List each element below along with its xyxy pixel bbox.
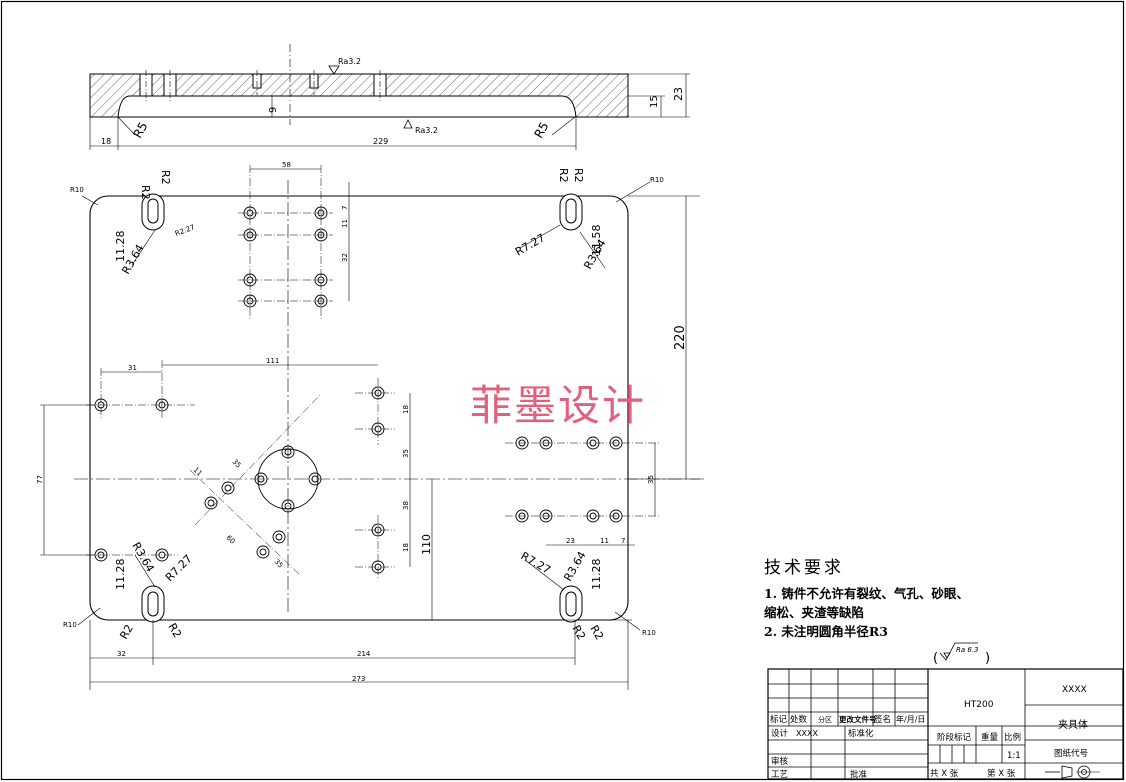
- dim-total-width: 273: [352, 675, 365, 683]
- dim-v6: 38: [402, 501, 410, 510]
- dim-lower-height: 110: [420, 534, 433, 555]
- dim-v4: 18: [402, 405, 410, 414]
- roughness-top-label: Ra3.2: [338, 57, 361, 66]
- dim-height: 220: [673, 325, 688, 350]
- tb-material: HT200: [964, 700, 994, 710]
- dim-br-r3: R2: [569, 623, 588, 642]
- dim-tl-r2: R2: [159, 170, 172, 185]
- tb-drawing-no-label: 图纸代号: [1054, 748, 1088, 759]
- dim-section-depth: 9: [268, 107, 279, 113]
- dim-bl-r1: R3.64: [129, 540, 156, 574]
- dim-corner-tl: R10: [70, 186, 84, 194]
- tb-header-zone: 分区: [818, 715, 832, 724]
- tb-header-mark: 标记: [770, 714, 788, 725]
- roughness-bottom-label: Ra3.2: [415, 126, 438, 135]
- dim-section-step: 15: [649, 95, 660, 108]
- tb-sheet-no: 第 X 张: [987, 768, 1016, 779]
- title-block-text: 标记 处数 分区 更改文件号 签名 年/月/日 设计 XXXX 标准化 审核 工…: [770, 685, 1088, 780]
- dim-v1: 7: [341, 206, 349, 210]
- dim-tr-r1: R2: [557, 168, 570, 183]
- dim-section-thickness: 23: [672, 87, 685, 101]
- dim-diag-a: 11: [192, 466, 204, 478]
- dim-bl-r3: R2: [117, 622, 136, 641]
- tb-stage-mark-label: 阶段标记: [937, 732, 972, 743]
- tb-header-count: 处数: [790, 714, 808, 725]
- dim-bl-len: 11.28: [114, 559, 127, 591]
- tb-designer: XXXX: [796, 729, 818, 738]
- dim-corner-bl: R10: [63, 621, 77, 629]
- technical-requirement-1: 1. 铸件不允许有裂纹、气孔、砂眼、: [764, 586, 969, 601]
- dim-left-offset: 32: [117, 650, 126, 658]
- dim-corner-br: R10: [642, 629, 656, 637]
- dim-diag-c: 60: [225, 534, 237, 546]
- dim-tl-r4: R2.27: [174, 223, 196, 238]
- dim-top-offset: 58: [282, 161, 291, 169]
- dim-right-d: 35: [647, 475, 655, 484]
- title-block-grid: [767, 668, 1124, 780]
- tb-standardize-label: 标准化: [848, 728, 874, 739]
- dim-tr-r4: R3.64: [581, 237, 608, 271]
- dim-radius-right: R5: [531, 120, 551, 141]
- dim-diag-d: 35: [273, 558, 285, 570]
- technical-requirements-heading: 技术要求: [764, 558, 844, 578]
- technical-requirements: 技术要求 1. 铸件不允许有裂纹、气孔、砂眼、 缩松、夹渣等缺陷 2. 未注明圆…: [764, 553, 969, 641]
- dim-diag-b: 35: [231, 458, 243, 470]
- roughness-bracket-open: (: [933, 651, 938, 666]
- plan-view: [40, 165, 706, 690]
- dim-tr-len: 11.58: [590, 225, 603, 257]
- dim-br-len: 11.28: [590, 559, 603, 591]
- dim-right-b: 11: [600, 537, 609, 545]
- tb-header-sign: 签名: [874, 714, 891, 725]
- dim-corner-tr: R10: [650, 176, 664, 184]
- tb-approve-label: 批准: [850, 769, 868, 780]
- tb-header-date: 年/月/日: [896, 714, 925, 724]
- roughness-default-label: Ra 6.3: [956, 646, 979, 654]
- dim-tl-r1: R2: [139, 185, 152, 200]
- dim-v2: 11: [341, 219, 349, 228]
- tb-header-change: 更改文件号: [839, 714, 877, 724]
- dim-hole-col: 31: [128, 364, 137, 372]
- dim-tr-r3: R7.27: [513, 231, 547, 258]
- roughness-symbol: [939, 642, 978, 661]
- tb-scale-value: 1:1: [1007, 751, 1021, 761]
- dim-br-r1: R7.27: [519, 549, 553, 576]
- section-view: [89, 44, 690, 150]
- tb-design-label: 设计: [771, 728, 789, 739]
- tb-weight-label: 重量: [981, 732, 999, 743]
- tb-process-label: 工艺: [771, 770, 788, 780]
- section-view-labels: Ra3.2 Ra3.2 18 229 23 15 9 R5 R5: [101, 57, 685, 146]
- dim-br-r4: R2: [587, 623, 606, 642]
- dim-v3: 32: [341, 253, 349, 262]
- dim-v5: 35: [402, 449, 410, 458]
- dim-hole-row: 111: [266, 357, 279, 365]
- dim-slot-span: 214: [357, 650, 371, 658]
- tb-sheet-total: 共 X 张: [930, 769, 959, 779]
- dim-v7: 18: [402, 543, 410, 552]
- dim-tl-len: 11.28: [114, 231, 127, 263]
- dim-tr-r2: R2: [572, 168, 585, 183]
- roughness-bracket-close: ): [985, 651, 990, 666]
- dim-radius-left: R5: [130, 120, 150, 141]
- tb-part-name: 夹具体: [1058, 718, 1088, 731]
- dim-right-a: 23: [566, 537, 575, 545]
- dim-right-c: 7: [621, 537, 625, 545]
- tb-company: XXXX: [1062, 685, 1087, 695]
- tb-ratio-label: 比例: [1004, 732, 1021, 743]
- plate-outline: [89, 195, 629, 621]
- dim-left-span: 77: [36, 475, 44, 484]
- watermark-text: 菲墨设计: [470, 381, 647, 430]
- dim-section-left: 18: [101, 137, 111, 146]
- dim-bl-r4: R2: [165, 621, 184, 640]
- technical-requirement-2: 2. 未注明圆角半径R3: [764, 624, 888, 639]
- technical-requirement-1-cont: 缩松、夹渣等缺陷: [764, 605, 865, 620]
- dim-br-r2: R3.64: [561, 549, 588, 583]
- dim-section-length: 229: [373, 137, 388, 146]
- tb-review-label: 审核: [771, 756, 789, 767]
